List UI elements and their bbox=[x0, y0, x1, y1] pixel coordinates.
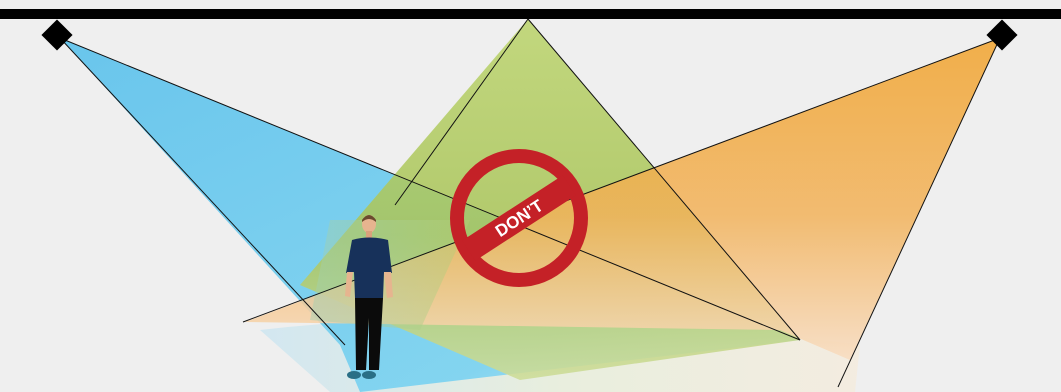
person-pants bbox=[355, 298, 383, 370]
person-neck bbox=[366, 231, 372, 238]
ceiling-bar bbox=[0, 9, 1061, 19]
person-shoe-left bbox=[347, 371, 361, 379]
person-shoe-right bbox=[362, 371, 376, 379]
